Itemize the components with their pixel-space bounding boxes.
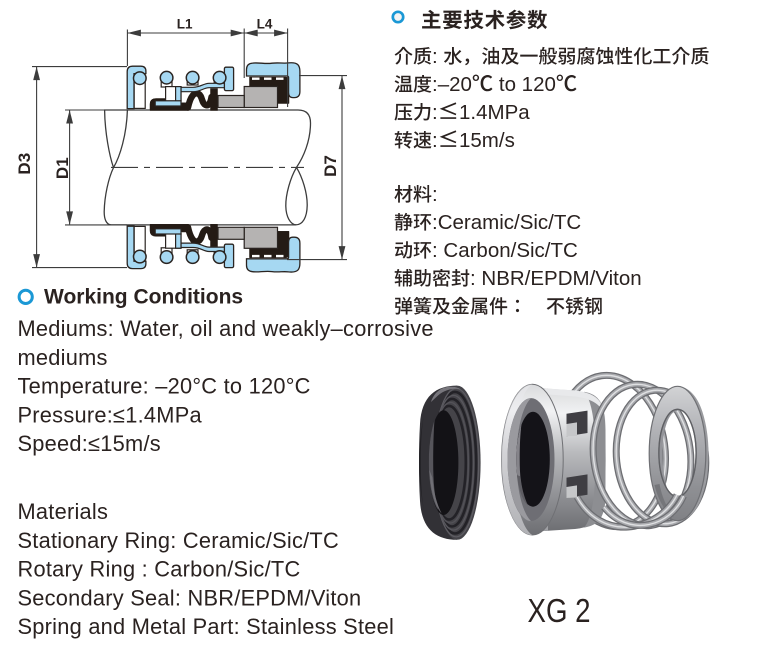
svg-text::: : <box>432 129 438 152</box>
svg-text:15m/s: 15m/s <box>459 129 515 152</box>
svg-text:mediums: mediums <box>18 345 108 370</box>
svg-text:1.4MPa: 1.4MPa <box>459 101 530 124</box>
svg-text::: : <box>432 101 438 124</box>
svg-text:: Carbon/Sic/TC: : Carbon/Sic/TC <box>432 239 578 262</box>
svg-text:D1: D1 <box>53 157 72 179</box>
svg-text::: : <box>432 183 438 206</box>
svg-text:Temperature: –20°C to 120°C: Temperature: –20°C to 120°C <box>18 374 311 399</box>
svg-text:Stationary Ring: Ceramic/Sic/T: Stationary Ring: Ceramic/Sic/TC <box>18 528 339 553</box>
svg-text:L4: L4 <box>257 17 273 32</box>
svg-text:D7: D7 <box>321 155 340 177</box>
svg-text:L1: L1 <box>177 17 193 32</box>
svg-text::–20: :–20 <box>432 73 472 96</box>
svg-text:XG 2: XG 2 <box>528 593 591 630</box>
svg-text:Pressure:≤1.4MPa: Pressure:≤1.4MPa <box>18 402 203 427</box>
svg-text:Mediums: Water, oil and weakly: Mediums: Water, oil and weakly–corrosive <box>18 316 434 341</box>
svg-text:Materials: Materials <box>18 499 109 524</box>
svg-text::: : <box>432 45 443 68</box>
svg-text:D3: D3 <box>15 153 34 175</box>
svg-text:Secondary Seal: NBR/EPDM/Viton: Secondary Seal: NBR/EPDM/Viton <box>18 585 362 610</box>
svg-text:to 120: to 120 <box>493 73 556 96</box>
svg-text:Spring and Metal Part: Stainle: Spring and Metal Part: Stainless Steel <box>18 614 395 639</box>
svg-text:Speed:≤15m/s: Speed:≤15m/s <box>18 431 161 456</box>
svg-text:: NBR/EPDM/Viton: : NBR/EPDM/Viton <box>470 267 642 290</box>
svg-text::Ceramic/Sic/TC: :Ceramic/Sic/TC <box>432 211 581 234</box>
svg-text:Rotary Ring : Carbon/Sic/TC: Rotary Ring : Carbon/Sic/TC <box>18 557 301 582</box>
svg-text:Working Conditions: Working Conditions <box>44 285 243 308</box>
